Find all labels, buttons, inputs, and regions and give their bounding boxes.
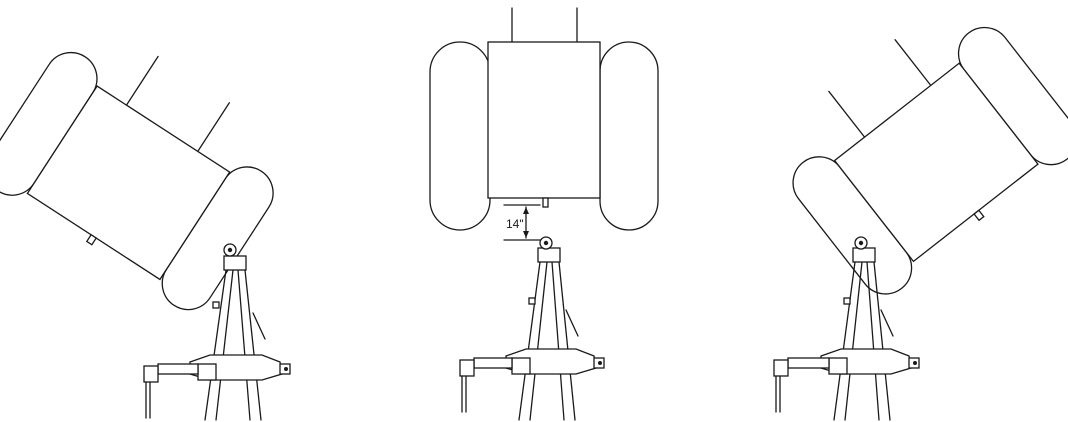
center-view: 14" bbox=[429, 7, 659, 421]
tongue-neck bbox=[852, 247, 876, 263]
hitch-eye-hole bbox=[858, 240, 864, 246]
rear-arm-right bbox=[894, 39, 932, 87]
bracket bbox=[843, 297, 851, 305]
implement-right bbox=[773, 236, 920, 421]
right-view bbox=[773, 26, 1068, 421]
drawbar-pin bbox=[85, 233, 98, 246]
left-view bbox=[0, 51, 291, 421]
arm-end-block bbox=[459, 359, 475, 377]
crossbar-box bbox=[197, 363, 217, 381]
tractor-right bbox=[792, 26, 1068, 295]
wheel-left bbox=[429, 41, 491, 231]
drawbar-pin bbox=[973, 209, 985, 222]
tractor-body bbox=[487, 41, 601, 199]
crossbar-arm bbox=[787, 357, 830, 369]
crossbar-box bbox=[828, 357, 848, 375]
crossbar-arm bbox=[157, 363, 199, 375]
implement-center bbox=[459, 236, 605, 421]
arm-end-block bbox=[143, 365, 159, 383]
wheel-right bbox=[599, 41, 659, 231]
bracket bbox=[528, 297, 536, 305]
safety-chain bbox=[565, 309, 579, 337]
implement-left bbox=[143, 243, 291, 421]
safety-chain bbox=[880, 309, 894, 337]
crossbar-arm bbox=[473, 357, 513, 369]
rear-arm-left bbox=[828, 90, 866, 138]
tractor-center bbox=[429, 7, 659, 231]
hitch-eye-hole bbox=[227, 247, 233, 253]
dimension-14: 14" bbox=[503, 204, 541, 241]
drawbar-pin bbox=[542, 197, 549, 208]
rear-arm-left bbox=[125, 55, 159, 106]
tongue-neck bbox=[537, 247, 561, 263]
safety-chain bbox=[252, 312, 266, 340]
tractor-left bbox=[0, 51, 274, 311]
bracket bbox=[212, 301, 220, 309]
hitch-eye-hole bbox=[543, 240, 549, 246]
dimension-label: 14" bbox=[506, 217, 524, 231]
rear-arm-right bbox=[197, 102, 230, 153]
arm-end-block bbox=[773, 359, 789, 377]
crossbar-box bbox=[511, 357, 531, 375]
tongue-neck bbox=[223, 255, 247, 271]
